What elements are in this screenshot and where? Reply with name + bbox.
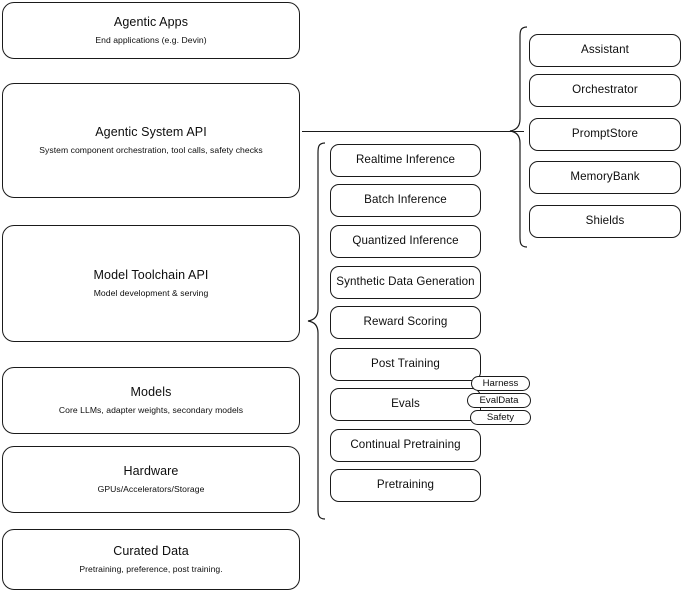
eval-pill-harness[interactable]: Harness [471,376,530,391]
toolchain-item-label: Quantized Inference [352,234,459,248]
layer-subtitle: Model development & serving [93,288,209,299]
eval-pill-label: EvalData [479,395,519,406]
toolchain-item-evals[interactable]: Evals [330,388,481,421]
layer-curated-data[interactable]: Curated Data Pretraining, preference, po… [2,529,300,590]
system-item-orchestrator[interactable]: Orchestrator [529,74,681,107]
layer-subtitle: End applications (e.g. Devin) [95,35,207,46]
toolchain-item-synthetic-data-generation[interactable]: Synthetic Data Generation [330,266,481,299]
toolchain-item-label: Batch Inference [364,193,447,207]
toolchain-item-label: Pretraining [376,478,435,492]
system-item-label: Orchestrator [572,83,638,97]
layer-subtitle: Core LLMs, adapter weights, secondary mo… [58,405,244,416]
layer-subtitle: Pretraining, preference, post training. [79,564,223,575]
eval-pill-evaldata[interactable]: EvalData [467,393,531,408]
toolchain-item-batch-inference[interactable]: Batch Inference [330,184,481,217]
layer-title: Curated Data [113,543,189,558]
layer-hardware[interactable]: Hardware GPUs/Accelerators/Storage [2,446,300,513]
layer-title: Models [130,384,172,399]
layer-agentic-apps[interactable]: Agentic Apps End applications (e.g. Devi… [2,2,300,59]
layer-title: Model Toolchain API [93,267,209,282]
toolchain-item-label: Continual Pretraining [350,438,461,452]
layer-title: Agentic Apps [113,14,189,29]
system-item-assistant[interactable]: Assistant [529,34,681,67]
eval-pill-safety[interactable]: Safety [470,410,531,425]
connector-system-api-to-components [302,131,524,132]
toolchain-item-reward-scoring[interactable]: Reward Scoring [330,306,481,339]
toolchain-item-label: Evals [391,397,420,411]
system-item-memorybank[interactable]: MemoryBank [529,161,681,194]
toolchain-item-label: Reward Scoring [363,315,448,329]
eval-pill-label: Safety [486,412,515,423]
layer-title: Agentic System API [95,124,207,139]
system-item-promptstore[interactable]: PromptStore [529,118,681,151]
layer-models[interactable]: Models Core LLMs, adapter weights, secon… [2,367,300,434]
system-item-label: Assistant [581,43,629,57]
layer-agentic-system-api[interactable]: Agentic System API System component orch… [2,83,300,198]
toolchain-item-label: Realtime Inference [355,153,456,167]
toolchain-item-label: Synthetic Data Generation [336,275,475,289]
brace-system-components [508,25,528,249]
system-item-label: MemoryBank [570,170,640,184]
toolchain-item-label: Post Training [371,357,440,371]
layer-model-toolchain-api[interactable]: Model Toolchain API Model development & … [2,225,300,342]
toolchain-item-continual-pretraining[interactable]: Continual Pretraining [330,429,481,462]
toolchain-item-pretraining[interactable]: Pretraining [330,469,481,502]
brace-toolchain-components [306,141,326,521]
layer-subtitle: GPUs/Accelerators/Storage [97,484,205,495]
eval-pill-label: Harness [482,378,519,389]
system-item-label: PromptStore [571,127,639,141]
toolchain-item-post-training[interactable]: Post Training [330,348,481,381]
toolchain-item-realtime-inference[interactable]: Realtime Inference [330,144,481,177]
system-item-shields[interactable]: Shields [529,205,681,238]
system-item-label: Shields [585,214,625,228]
layer-subtitle: System component orchestration, tool cal… [39,145,263,156]
layer-title: Hardware [123,463,179,478]
toolchain-item-quantized-inference[interactable]: Quantized Inference [330,225,481,258]
